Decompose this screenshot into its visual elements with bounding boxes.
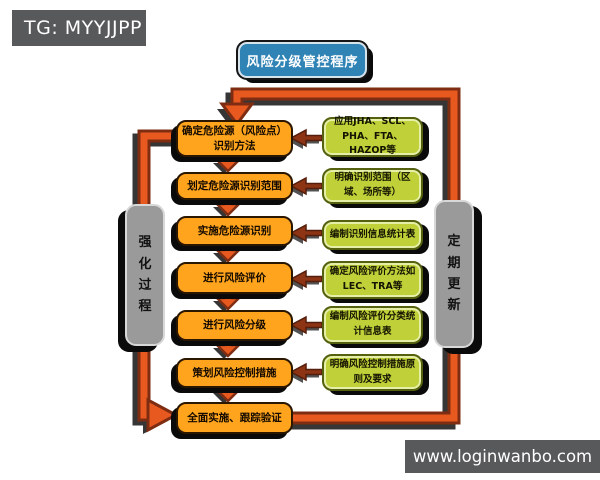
down-arrow-icon-2 (213, 198, 243, 217)
note-box-control-principles: 明确风险控制措施原则及要求 (322, 354, 423, 391)
left-arrow-icon-4 (289, 269, 323, 289)
cycle-loop-line (230, 87, 461, 425)
note-box-statistics-table: 编制识别信息统计表 (322, 220, 423, 250)
note-box-evaluation-method: 确定风险评价方法如LEC、TRA等 (322, 261, 423, 299)
side-box-reinforce-label: 强化过程 (138, 235, 152, 315)
note-box-methods: 应用JHA、SCL、PHA、FTA、HAZOP等 (322, 116, 423, 157)
side-box-update-label: 定期更新 (447, 234, 461, 314)
flowchart-title: 风险分级管控程序 (238, 42, 367, 78)
down-arrow-icon-5 (213, 339, 243, 358)
title-to-step1-arrow-icon (219, 102, 255, 127)
note-arrow-shadows (288, 133, 319, 383)
left-arrow-icon-2 (289, 176, 323, 196)
flow-step-risk-grading: 进行风险分级 (176, 310, 293, 341)
note-box-scope: 明确识别范围（区域、场所等） (322, 168, 423, 204)
left-arrow-icon-6 (289, 362, 323, 382)
note-box-classification-table: 编制风险评价分类统计信息表 (322, 306, 423, 344)
down-arrow-icon-3 (213, 244, 243, 263)
flow-step-implement-verify: 全面实施、跟踪验证 (176, 402, 293, 434)
flow-step-identify-method: 确定危险源（风险点）识别方法 (176, 120, 293, 157)
down-arrow-icon-6 (213, 386, 243, 403)
left-arrow-icon-1 (289, 128, 323, 148)
flow-step-implement-identification: 实施危险源识别 (176, 216, 293, 246)
watermark-tg-badge: TG: MYYJJPP (12, 10, 146, 46)
side-box-periodic-update: 定期更新 (434, 200, 474, 348)
bottom-left-arrow-icon (146, 397, 180, 433)
flow-step-define-scope: 划定危险源识别范围 (176, 172, 293, 200)
down-arrow-icon-4 (213, 292, 243, 311)
left-arrow-icon-3 (289, 223, 323, 243)
watermark-site-url: www.loginwanbo.com (405, 440, 600, 473)
flow-step-risk-evaluation: 进行风险评价 (176, 262, 293, 294)
flow-step-plan-controls: 策划风险控制措施 (176, 358, 293, 388)
side-box-reinforce-process: 强化过程 (125, 204, 165, 346)
left-arrow-icon-5 (289, 315, 323, 335)
